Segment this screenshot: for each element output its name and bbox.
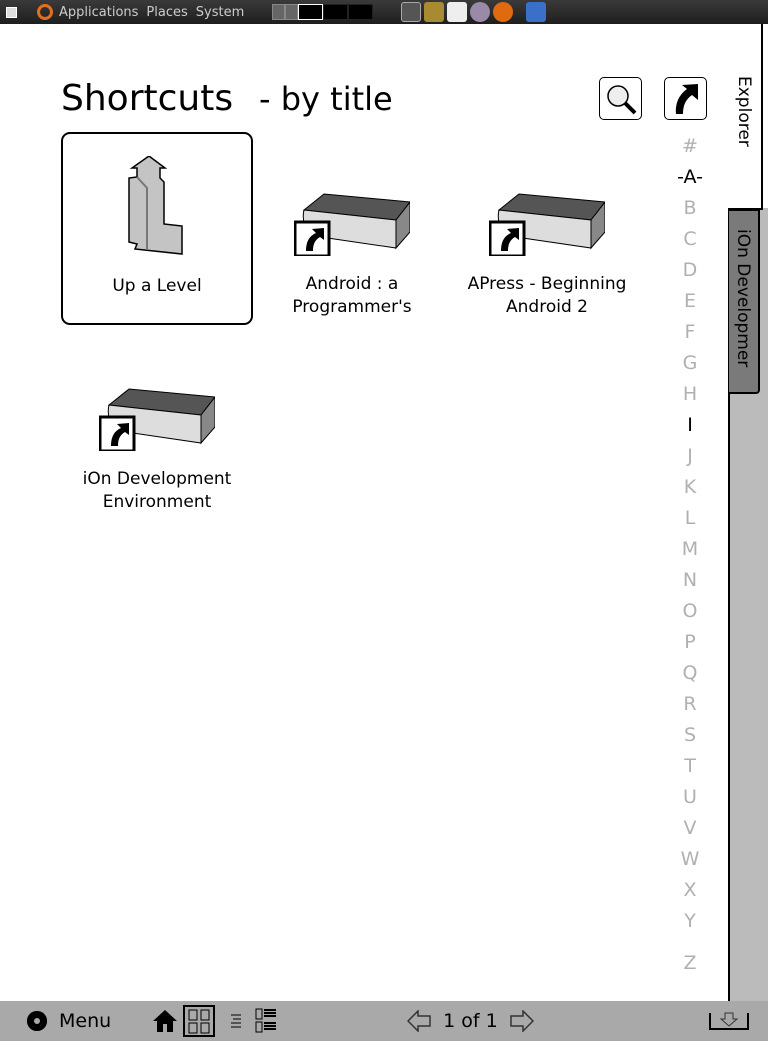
- item-label: Up a Level: [112, 276, 202, 296]
- page-indicator: 1 of 1: [443, 1010, 498, 1032]
- system-top-panel: Applications Places System: [0, 0, 768, 24]
- item-up-a-level[interactable]: Up a Level: [61, 132, 253, 325]
- workspace-switcher[interactable]: [272, 4, 374, 20]
- firefox-icon[interactable]: [493, 2, 514, 22]
- alpha-index-letter[interactable]: K: [683, 476, 697, 498]
- menu-label: Menu: [59, 1010, 112, 1032]
- alpha-index-letter[interactable]: H: [682, 383, 698, 405]
- item-android-programmers[interactable]: Android : a Programmer's: [256, 132, 448, 325]
- grid-view-icon[interactable]: [183, 1005, 216, 1037]
- page-subtitle: - by title: [259, 80, 393, 118]
- alpha-index-letter[interactable]: E: [683, 290, 696, 312]
- alpha-index-letter[interactable]: G: [682, 352, 698, 374]
- shortcut-button[interactable]: [664, 77, 707, 120]
- alpha-index-letter[interactable]: Z: [683, 952, 697, 974]
- item-ion-development[interactable]: iOn Development Environment: [61, 327, 253, 520]
- book-shortcut-icon: [61, 387, 253, 451]
- alpha-index-letter[interactable]: C: [683, 228, 697, 250]
- search-icon: [606, 84, 636, 114]
- alpha-index-letter[interactable]: M: [681, 538, 699, 560]
- book-shortcut-icon: [256, 192, 448, 256]
- text-editor-icon[interactable]: [447, 2, 468, 22]
- menu-disc-icon: [27, 1011, 47, 1031]
- terminal-icon[interactable]: [401, 2, 422, 22]
- tab-label: Explorer: [734, 76, 754, 147]
- menu-places[interactable]: Places: [146, 4, 188, 20]
- item-label: Android : a Programmer's: [292, 274, 412, 317]
- alpha-index-letter[interactable]: T: [684, 755, 696, 777]
- ubuntu-logo-icon[interactable]: [37, 4, 53, 20]
- app-icon[interactable]: [470, 2, 491, 22]
- collapse-panel-icon[interactable]: [708, 1011, 749, 1031]
- window-icon[interactable]: [6, 6, 17, 18]
- item-label: iOn Development Environment: [82, 469, 232, 512]
- alpha-index-letter[interactable]: -A-: [677, 166, 703, 188]
- book-shortcut-icon: [451, 192, 643, 256]
- item-label: APress - Beginning Android 2: [467, 274, 627, 317]
- up-folder-icon: [128, 156, 183, 255]
- tab-label: iOn Developmer: [733, 229, 753, 368]
- alpha-index-letter[interactable]: X: [683, 879, 697, 901]
- list-view-icon[interactable]: [229, 1013, 243, 1029]
- alpha-index-letter[interactable]: N: [682, 569, 698, 591]
- file-icon[interactable]: [526, 2, 547, 22]
- home-icon[interactable]: [153, 1010, 178, 1032]
- menu-applications[interactable]: Applications: [59, 4, 139, 20]
- alpha-index-letter[interactable]: R: [683, 693, 697, 715]
- alpha-index-letter[interactable]: F: [684, 321, 696, 343]
- alpha-index-letter[interactable]: Y: [684, 910, 696, 932]
- alpha-index-letter[interactable]: D: [682, 259, 698, 281]
- alpha-index-letter[interactable]: J: [687, 445, 693, 467]
- next-page-icon[interactable]: [510, 1010, 534, 1032]
- alpha-index-letter[interactable]: Q: [682, 662, 698, 684]
- alpha-index-letter[interactable]: V: [683, 817, 697, 839]
- tab-ion-developer[interactable]: iOn Developmer: [729, 209, 760, 394]
- bottom-toolbar: Menu 1 of 1: [0, 1001, 768, 1041]
- alpha-index-letter[interactable]: B: [683, 197, 697, 219]
- menu-system[interactable]: System: [195, 4, 245, 20]
- tab-explorer[interactable]: Explorer: [728, 24, 763, 210]
- page-title: Shortcuts: [61, 78, 234, 119]
- search-button[interactable]: [599, 77, 642, 120]
- previous-page-icon[interactable]: [407, 1010, 431, 1032]
- alpha-index-letter[interactable]: #: [682, 135, 698, 157]
- menu-button[interactable]: Menu: [27, 1010, 111, 1032]
- detail-view-icon[interactable]: [255, 1008, 277, 1034]
- shortcut-arrow-icon: [675, 83, 698, 114]
- alpha-index-letter[interactable]: I: [687, 414, 693, 436]
- tools-icon[interactable]: [424, 2, 445, 22]
- alpha-index-letter[interactable]: S: [683, 724, 697, 746]
- alpha-index-letter[interactable]: O: [682, 600, 698, 622]
- alpha-index-letter[interactable]: U: [683, 786, 697, 808]
- alpha-index-letter[interactable]: W: [680, 848, 700, 870]
- alpha-index-letter[interactable]: L: [684, 507, 696, 529]
- alpha-index-letter[interactable]: P: [684, 631, 696, 653]
- item-apress-beginning-android[interactable]: APress - Beginning Android 2: [451, 132, 643, 325]
